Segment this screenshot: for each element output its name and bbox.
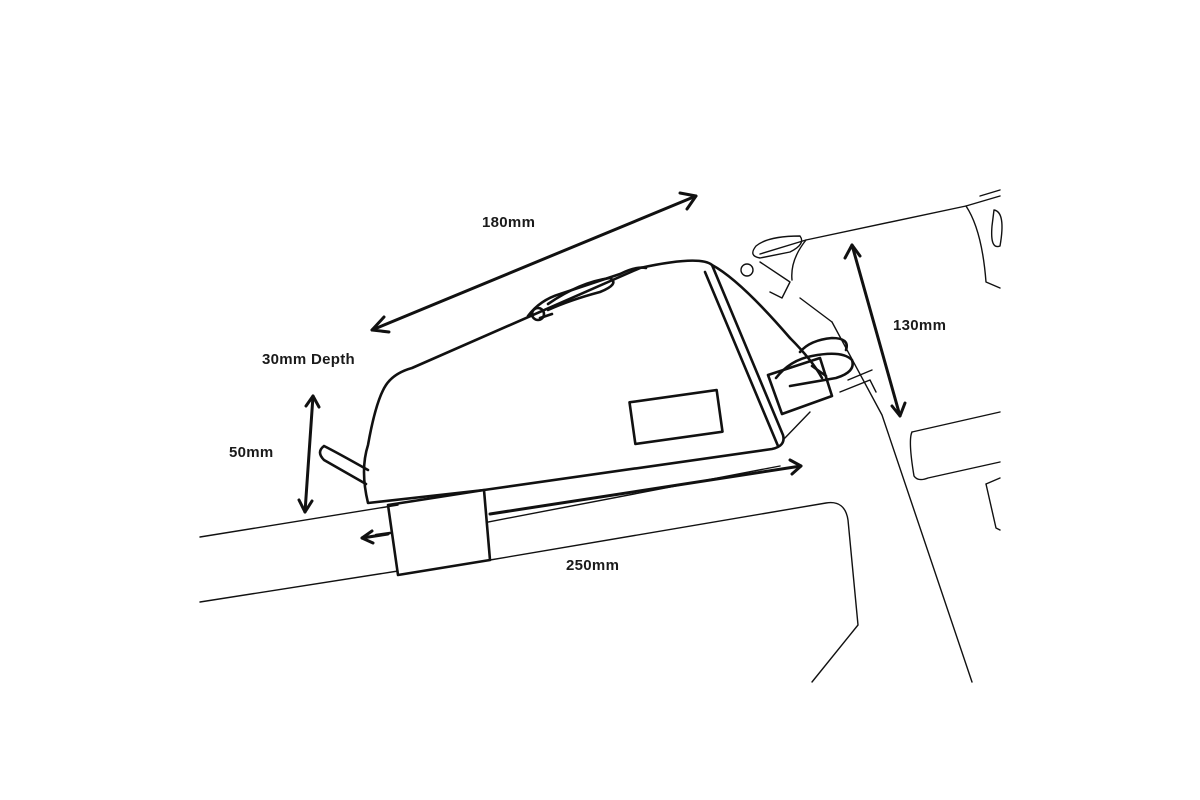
length-label: 180mm [482, 214, 535, 231]
height-label: 130mm [893, 317, 946, 334]
depth-label: 30mm Depth [262, 351, 355, 368]
top-tube [199, 465, 859, 683]
frame-right-parts [839, 369, 1001, 531]
stem [740, 189, 1003, 299]
zipper-pull [526, 266, 648, 322]
rear-height-arrow [297, 394, 321, 514]
stem-strap [766, 336, 854, 416]
height-arrow [843, 243, 907, 418]
length-arrow [370, 191, 698, 334]
bag-body [318, 259, 824, 505]
head-tube [782, 297, 973, 683]
tube-strap [374, 488, 492, 577]
rear-height-label: 50mm [229, 444, 274, 461]
bottom-length-arrow [360, 458, 803, 545]
bottom-length-label: 250mm [566, 557, 619, 574]
